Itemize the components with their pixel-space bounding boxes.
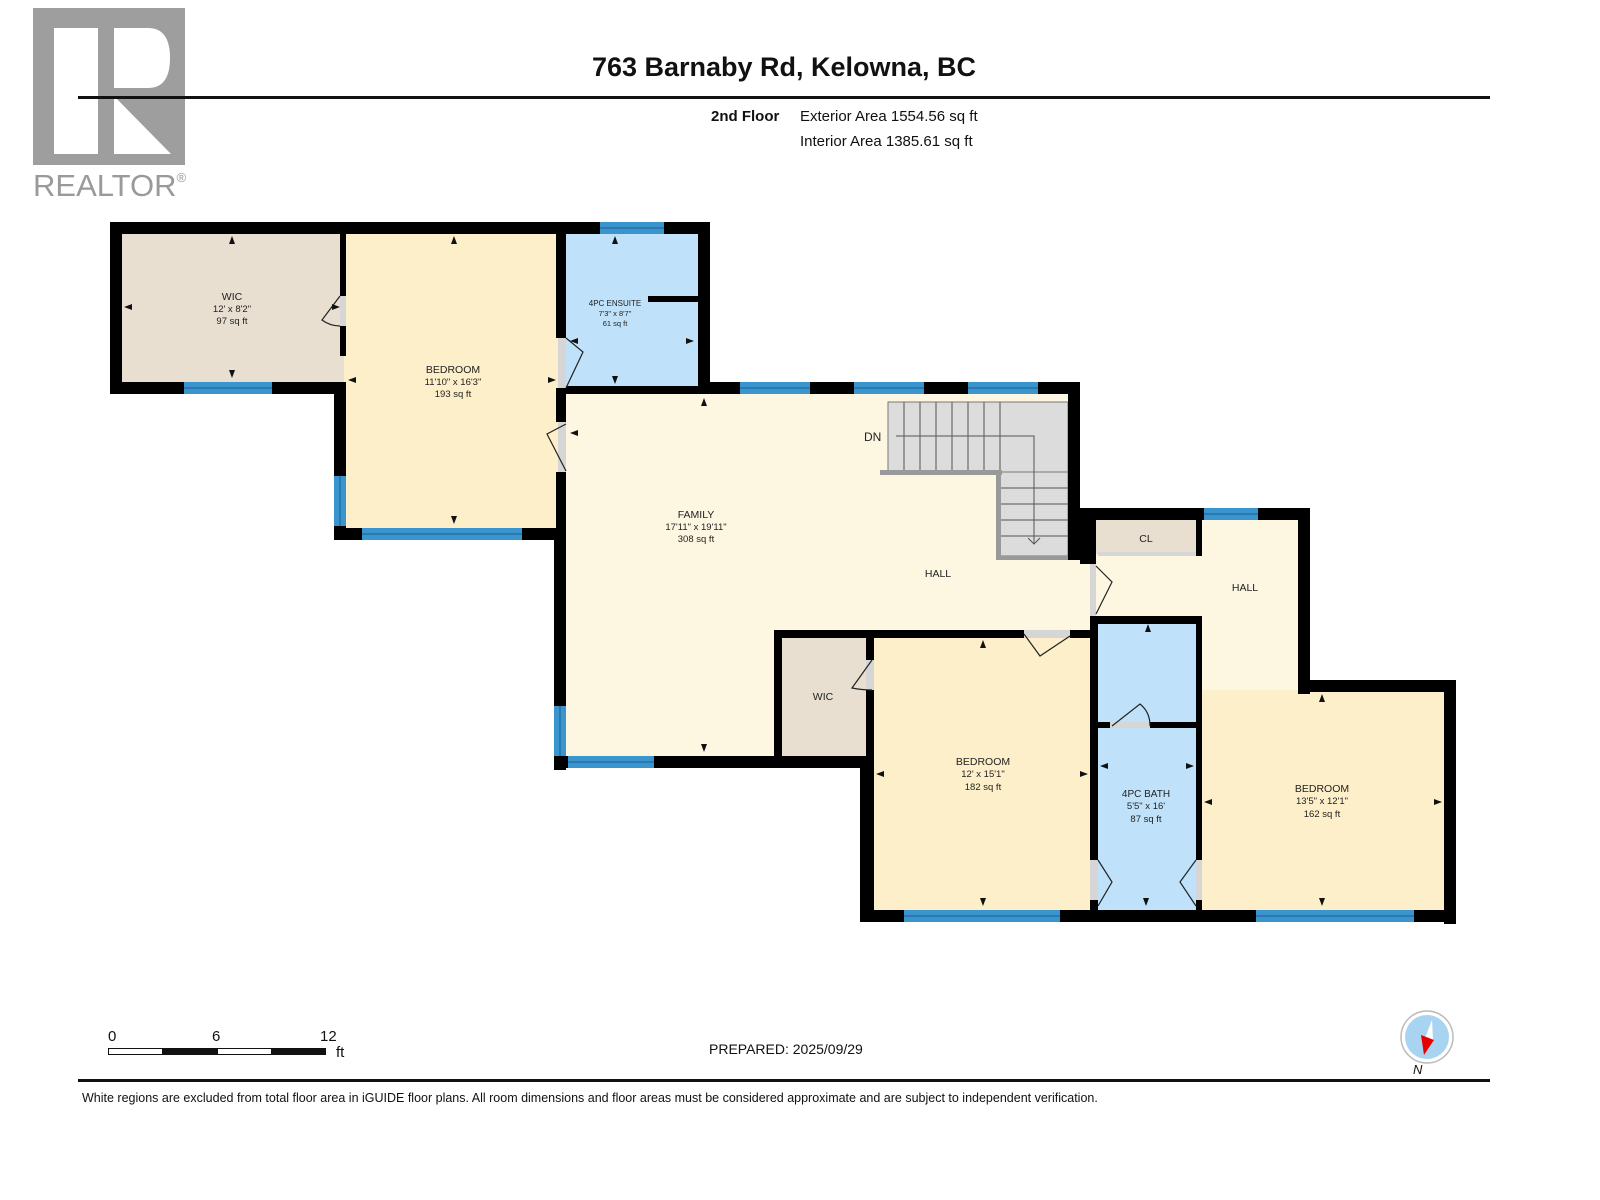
room-fill-bedroom-2 — [870, 638, 1090, 914]
room-label-bedroom-1: BEDROOM 11'10" x 16'3" 193 sq ft — [425, 364, 482, 400]
staircase: DN — [864, 401, 1072, 560]
room-fill-wic-1 — [120, 232, 344, 382]
room-fill-closet — [1096, 520, 1196, 554]
svg-text:308 sq ft: 308 sq ft — [678, 534, 715, 545]
compass-icon — [1400, 1010, 1454, 1064]
title-divider — [78, 96, 1490, 99]
interior-area: Interior Area 1385.61 sq ft — [800, 133, 973, 150]
door-thresholds — [340, 296, 1202, 900]
svg-text:97 sq ft: 97 sq ft — [216, 316, 248, 327]
room-label-family: FAMILY 17'11" x 19'11" 308 sq ft — [665, 509, 726, 545]
stairs-down-label: DN — [864, 430, 881, 444]
svg-text:WIC: WIC — [222, 291, 243, 303]
svg-text:182 sq ft: 182 sq ft — [965, 782, 1002, 793]
svg-text:11'10" x 16'3": 11'10" x 16'3" — [425, 377, 482, 388]
svg-text:17'11" x 19'11": 17'11" x 19'11" — [665, 522, 726, 533]
svg-text:87 sq ft: 87 sq ft — [1130, 814, 1162, 825]
page-title: 763 Barnaby Rd, Kelowna, BC — [591, 52, 977, 82]
svg-text:5'5" x 16': 5'5" x 16' — [1127, 801, 1165, 812]
prepared-date: PREPARED: 2025/09/29 — [709, 1041, 863, 1057]
svg-text:FAMILY: FAMILY — [678, 509, 715, 521]
realtor-wordmark: REALTOR® — [33, 168, 187, 203]
room-fill-hall-2b — [1200, 518, 1300, 693]
north-compass: N — [1399, 1008, 1457, 1078]
svg-text:13'5" x 12'1": 13'5" x 12'1" — [1296, 796, 1348, 807]
scale-tick-6: 6 — [212, 1028, 221, 1045]
svg-text:12' x 8'2": 12' x 8'2" — [213, 304, 251, 315]
room-label-ensuite: 4PC ENSUITE 7'3" x 8'7" 61 sq ft — [589, 299, 641, 328]
scale-tick-12: 12 — [320, 1028, 337, 1045]
room-label-bedroom-3: BEDROOM 13'5" x 12'1" 162 sq ft — [1295, 783, 1349, 820]
disclaimer: White regions are excluded from total fl… — [82, 1091, 1098, 1105]
footer-divider — [78, 1079, 1490, 1082]
scale-unit: ft — [336, 1044, 345, 1061]
room-fill-bath — [1096, 622, 1198, 914]
room-label-hall-1: HALL — [925, 568, 951, 580]
door-swings — [321, 295, 1197, 907]
scale-segment — [271, 1048, 326, 1055]
scale-segment — [108, 1048, 163, 1055]
scale-tick-0: 0 — [108, 1028, 117, 1045]
exterior-area: Exterior Area 1554.56 sq ft — [800, 108, 978, 125]
svg-text:4PC ENSUITE: 4PC ENSUITE — [589, 299, 641, 308]
realtor-r-icon — [33, 8, 185, 165]
room-label-wic-1: WIC 12' x 8'2" 97 sq ft — [213, 291, 251, 327]
svg-text:162 sq ft: 162 sq ft — [1304, 809, 1341, 820]
room-fill-wic-2 — [780, 638, 870, 756]
svg-text:193 sq ft: 193 sq ft — [435, 389, 472, 400]
scale-segment — [162, 1048, 218, 1055]
svg-text:7'3" x 8'7": 7'3" x 8'7" — [599, 309, 632, 318]
svg-text:61 sq ft: 61 sq ft — [603, 319, 629, 328]
room-label-hall-2: HALL — [1232, 582, 1258, 594]
room-label-closet: CL — [1139, 533, 1153, 545]
realtor-logo: REALTOR® — [33, 8, 186, 203]
dimension-markers — [124, 236, 1442, 906]
compass-north-label: N — [1413, 1062, 1423, 1077]
svg-text:BEDROOM: BEDROOM — [1295, 783, 1349, 795]
svg-text:12' x 15'1": 12' x 15'1" — [961, 769, 1004, 780]
svg-text:BEDROOM: BEDROOM — [426, 364, 480, 376]
room-fills — [120, 232, 1450, 914]
room-label-bedroom-2: BEDROOM 12' x 15'1" 182 sq ft — [956, 756, 1010, 793]
room-fill-bedroom-3 — [1200, 690, 1450, 914]
window-sash-lines — [184, 227, 1414, 917]
room-label-wic-2: WIC — [813, 691, 834, 703]
svg-text:BEDROOM: BEDROOM — [956, 756, 1010, 768]
room-label-bath: 4PC BATH 5'5" x 16' 87 sq ft — [1122, 789, 1170, 825]
svg-text:4PC BATH: 4PC BATH — [1122, 789, 1170, 800]
scale-bar: 0 6 12 ft — [108, 1028, 368, 1068]
floor-label: 2nd Floor — [711, 108, 780, 125]
scale-segment — [217, 1048, 272, 1055]
room-fill-ensuite — [566, 232, 700, 388]
room-fill-bedroom-1 — [344, 232, 560, 528]
